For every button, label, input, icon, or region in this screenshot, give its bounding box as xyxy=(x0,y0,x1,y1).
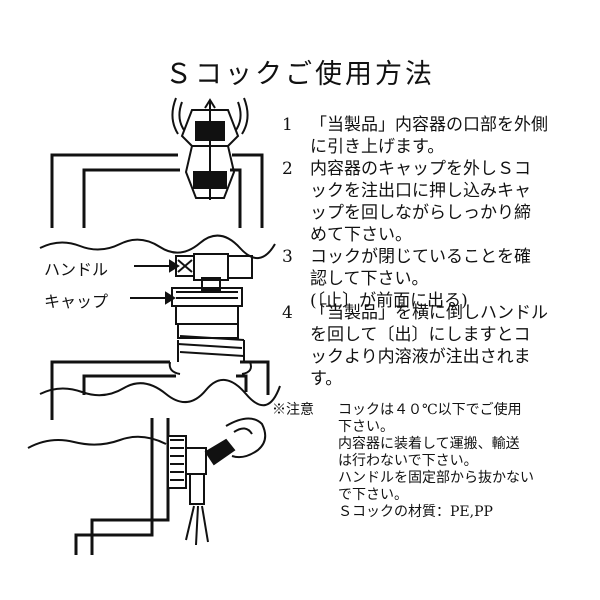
box-outline-middle xyxy=(50,360,170,420)
step-number: 2 xyxy=(282,159,293,179)
step-text: ップを回しながらしっかり締 xyxy=(310,203,531,223)
cock-dispense-illustration xyxy=(167,417,267,546)
step-text: す。 xyxy=(310,369,343,389)
page-title: Ｓコックご使用方法 xyxy=(165,59,435,90)
step-text: に引き上げます。 xyxy=(310,137,445,157)
caution-line: で下さい。 xyxy=(338,487,408,503)
handle-label: ハンドル xyxy=(44,260,109,279)
step-text: 「当製品」を横に倒しハンドル xyxy=(310,303,548,323)
step-text: 認して下さい。 xyxy=(310,269,429,289)
step-text: を回して〔出〕にしますとコ xyxy=(310,325,531,345)
step-text: (〔止〕が前面に出る) xyxy=(310,291,468,311)
step-number: 3 xyxy=(282,247,293,267)
box-outline-bottom xyxy=(74,418,154,555)
step-text: ックより内溶液が注出されま xyxy=(310,347,531,367)
step-text: コックが閉じていることを確 xyxy=(310,247,531,267)
wavy-line-3 xyxy=(27,435,167,449)
caution-line: 内容器に装着して運搬、輸送 xyxy=(338,436,520,452)
step-text: 「当製品」内容器の口部を外側 xyxy=(310,115,548,135)
label-arrows xyxy=(130,259,180,305)
step-text: めて下さい。 xyxy=(310,225,412,245)
step-number: 1 xyxy=(282,115,293,135)
caution-line: Ｓコックの材質：PE,PP xyxy=(338,504,493,520)
cap-label: キャップ xyxy=(44,292,109,311)
wavy-line-1 xyxy=(39,234,276,259)
step-text: 内容器のキャップを外しＳコ xyxy=(310,159,531,179)
box-outline-top xyxy=(50,153,178,228)
cock-top-illustration xyxy=(171,97,249,200)
caution-line: コックは４０℃以下でご使用 xyxy=(338,402,522,418)
caution-line: は行わないで下さい。 xyxy=(338,453,478,469)
cock-handle-cap-illustration xyxy=(168,253,253,375)
caution-line: ハンドルを固定部から抜かない xyxy=(338,470,534,486)
caution-line: 下さい。 xyxy=(338,419,394,435)
step-number: 4 xyxy=(282,303,293,323)
wavy-line-2 xyxy=(39,379,281,407)
step-text: ックを注出口に押し込みキャ xyxy=(310,181,531,201)
caution-heading: ※注意 xyxy=(272,402,314,418)
